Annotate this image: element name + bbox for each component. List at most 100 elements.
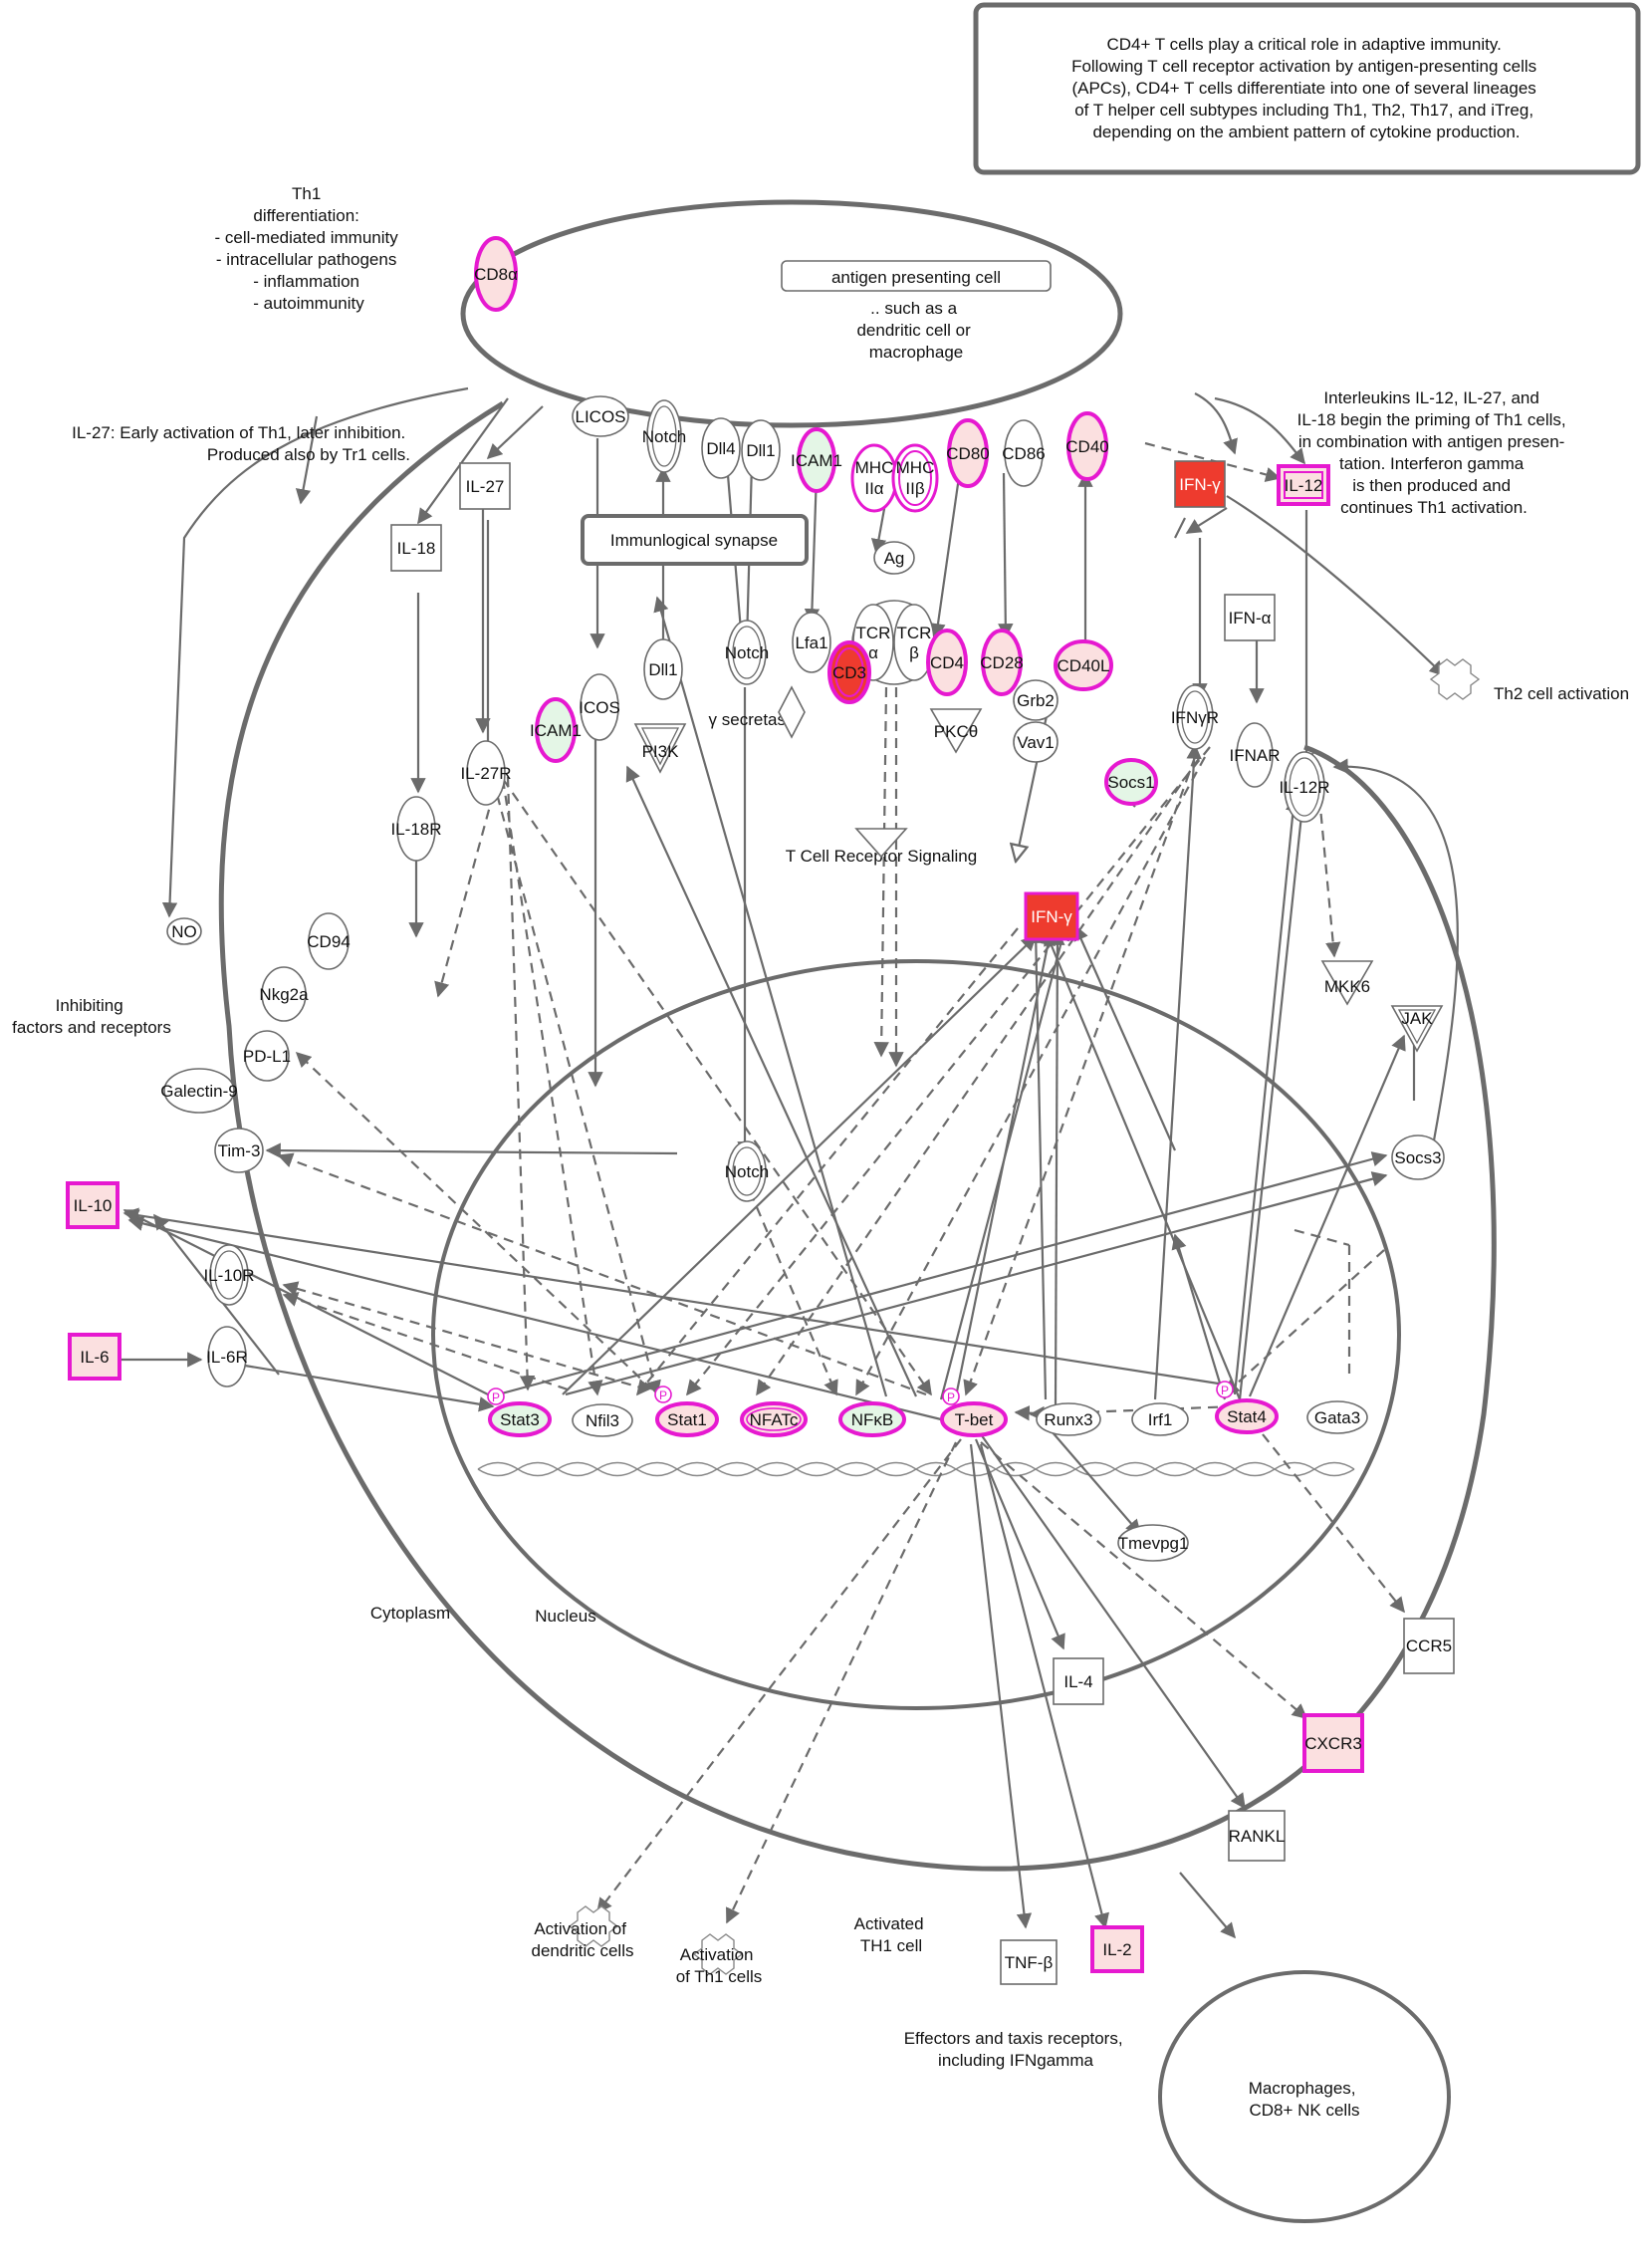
node-socs3[interactable]	[1391, 1134, 1445, 1180]
node-stat1[interactable]	[655, 1401, 719, 1437]
node-no[interactable]	[166, 917, 202, 945]
node-il12-label: IL-12	[1285, 476, 1323, 495]
node-notch-apc[interactable]	[646, 399, 682, 473]
node-mhc2a[interactable]	[850, 443, 898, 513]
node-stat4-phospho	[1216, 1381, 1234, 1398]
node-pi3k[interactable]	[633, 723, 687, 774]
node-stat1-phospho	[654, 1386, 672, 1403]
node-il4[interactable]	[1053, 1657, 1104, 1705]
node-tmevpg1-label: Tmevpg1	[1118, 1534, 1189, 1553]
node-dll1-apc-label: Dll1	[746, 441, 775, 460]
node-jak[interactable]	[1390, 1005, 1444, 1053]
node-ifngr[interactable]	[1176, 684, 1214, 750]
node-dll1-apc[interactable]	[741, 419, 781, 481]
node-cd80-label: CD80	[946, 444, 989, 463]
node-notch-mem[interactable]	[727, 620, 767, 685]
node-galectin9[interactable]	[163, 1068, 235, 1114]
node-lfa1[interactable]	[792, 612, 831, 673]
node-cd3-label: CD3	[832, 663, 866, 682]
synapse-label: Immunlogical synapse	[610, 531, 778, 550]
node-mkk6[interactable]	[1320, 960, 1374, 1006]
node-dll1[interactable]	[643, 638, 683, 700]
node-ifna[interactable]	[1224, 594, 1276, 641]
node-ifng-top[interactable]	[1174, 460, 1226, 508]
effectors-label: Effectors and taxis receptors, including…	[904, 2029, 1128, 2070]
activation-th1-icon	[692, 1933, 744, 1975]
node-rankl[interactable]	[1228, 1810, 1286, 1862]
node-tbet-phospho-label: P	[947, 1390, 955, 1404]
node-cd80[interactable]	[947, 418, 989, 488]
node-licos[interactable]	[572, 395, 629, 437]
node-ag-label: Ag	[884, 549, 905, 568]
node-tim3[interactable]	[214, 1128, 264, 1173]
node-pkct[interactable]	[929, 708, 983, 754]
apc-cell	[460, 199, 1123, 428]
macrophages-cell	[1158, 1970, 1451, 2223]
node-ccr5[interactable]	[1403, 1618, 1455, 1674]
node-il2-label: IL-2	[1102, 1940, 1131, 1959]
node-il2[interactable]	[1090, 1925, 1144, 1973]
node-tbet[interactable]	[940, 1401, 1008, 1437]
node-runx3-label: Runx3	[1044, 1410, 1092, 1429]
node-stat3[interactable]	[488, 1401, 552, 1437]
node-il18[interactable]	[390, 524, 442, 572]
node-gata3[interactable]	[1306, 1400, 1368, 1434]
node-nkg2a[interactable]	[261, 966, 307, 1022]
node-nfkb[interactable]	[838, 1401, 906, 1437]
node-cd28[interactable]	[981, 629, 1023, 696]
node-il10r[interactable]	[209, 1244, 249, 1306]
node-il6[interactable]	[68, 1333, 121, 1381]
node-nfil3[interactable]	[572, 1403, 633, 1437]
node-tbet-label: T-bet	[955, 1410, 994, 1429]
node-no-label: NO	[171, 922, 197, 941]
node-cxcr3[interactable]	[1302, 1713, 1364, 1773]
node-il12r[interactable]	[1284, 751, 1325, 823]
node-mkk6-label: MKK6	[1324, 977, 1370, 996]
node-icam1[interactable]	[535, 697, 577, 763]
edges-dashed	[277, 441, 1405, 1924]
node-cd8a[interactable]	[474, 236, 518, 312]
node-icos[interactable]	[580, 673, 619, 741]
activation-dc-icon	[568, 1905, 619, 1947]
node-stat4[interactable]	[1215, 1398, 1279, 1434]
apc-title: antigen presenting cell	[831, 268, 1001, 287]
node-tcr-signaling[interactable]	[854, 828, 908, 859]
macrophages-label: Macrophages, CD8+ NK cells	[1249, 2079, 1360, 2120]
node-cd40[interactable]	[1066, 411, 1108, 481]
node-runx3[interactable]	[1036, 1402, 1101, 1436]
node-tnfb-label: TNF-β	[1005, 1953, 1054, 1972]
node-ag[interactable]	[873, 541, 915, 575]
node-cxcr3-label: CXCR3	[1304, 1734, 1362, 1753]
node-cd94[interactable]	[308, 912, 350, 970]
node-gamma-secretase[interactable]	[778, 685, 806, 739]
node-il6r-label: IL-6R	[206, 1348, 248, 1367]
node-irf1[interactable]	[1131, 1402, 1189, 1436]
node-icam1-label: ICAM1	[530, 721, 582, 740]
activation-dc-label: Activation of dendritic cells	[532, 1919, 634, 1960]
node-socs1[interactable]	[1104, 758, 1158, 806]
node-cd86[interactable]	[1004, 419, 1044, 487]
node-cd4[interactable]	[926, 629, 968, 696]
node-nfatc[interactable]	[740, 1401, 808, 1437]
node-dll4[interactable]	[701, 417, 741, 479]
node-pdl1-label: PD-L1	[243, 1047, 291, 1066]
node-il6r[interactable]	[207, 1326, 247, 1387]
node-mhc2b[interactable]	[891, 443, 939, 513]
node-ifng-mid[interactable]	[1024, 891, 1079, 941]
node-vav1[interactable]	[1013, 721, 1059, 763]
node-notch-nuc[interactable]	[727, 1140, 767, 1202]
node-pdl1[interactable]	[244, 1030, 290, 1082]
node-stat3-phospho	[487, 1387, 505, 1405]
node-grb2[interactable]	[1013, 679, 1059, 721]
node-il18r[interactable]	[396, 796, 436, 862]
node-il10[interactable]	[66, 1181, 119, 1229]
node-tnfb[interactable]	[1000, 1939, 1058, 1985]
node-tmevpg1[interactable]	[1117, 1524, 1189, 1562]
node-il27r[interactable]	[466, 740, 506, 806]
node-il27[interactable]	[459, 462, 511, 510]
node-ifnar[interactable]	[1236, 722, 1274, 788]
node-icam1-apc[interactable]	[797, 427, 836, 493]
node-cd40l[interactable]	[1054, 639, 1113, 691]
